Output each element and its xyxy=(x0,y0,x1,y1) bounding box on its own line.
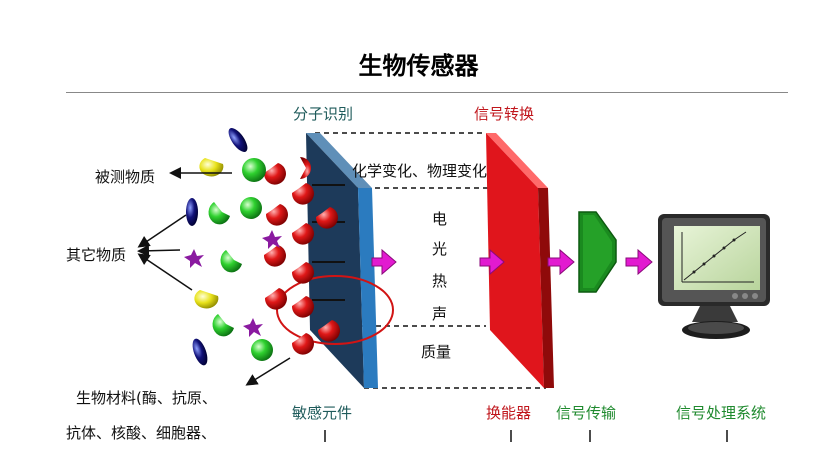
signal-type-heat: 热 xyxy=(432,272,448,290)
pointer-arrows xyxy=(137,167,291,386)
analyte-particles xyxy=(184,128,282,366)
signal-type-sound: 声 xyxy=(432,305,448,323)
signal-type-mass: 质量 xyxy=(421,343,452,361)
bio-material-label-line2: 抗体、核酸、细胞器、 xyxy=(66,424,217,442)
other-substances-label: 其它物质 xyxy=(66,246,127,264)
axis-ticks xyxy=(324,430,728,442)
sensitive-element-label: 敏感元件 xyxy=(292,404,353,422)
binding-highlight-ellipse xyxy=(276,275,394,345)
signal-processing-label: 信号处理系统 xyxy=(676,404,767,422)
page-title: 生物传感器 xyxy=(358,52,479,80)
dashed-frame xyxy=(315,132,546,389)
signal-transmission-label: 信号传输 xyxy=(556,404,617,422)
signal-type-light: 光 xyxy=(432,240,448,258)
monitor-icon xyxy=(658,214,770,339)
molecular-recognition-label: 分子识别 xyxy=(293,105,354,123)
signal-conversion-label: 信号转换 xyxy=(474,105,535,123)
analyte-label: 被测物质 xyxy=(95,168,156,186)
bioreceptor-shapes xyxy=(263,157,340,355)
sensitive-element-panel xyxy=(306,133,378,388)
transducer-panel xyxy=(486,133,554,388)
signal-amplifier-shape xyxy=(578,211,617,293)
signal-flow-arrows xyxy=(371,248,653,276)
bio-material-label-line1: 生物材料(酶、抗原、 xyxy=(76,389,217,407)
chem-phys-change-label: 化学变化、物理变化 xyxy=(352,162,488,180)
title-divider xyxy=(66,92,788,93)
transducer-label: 换能器 xyxy=(486,404,532,422)
signal-type-electric: 电 xyxy=(432,210,448,228)
